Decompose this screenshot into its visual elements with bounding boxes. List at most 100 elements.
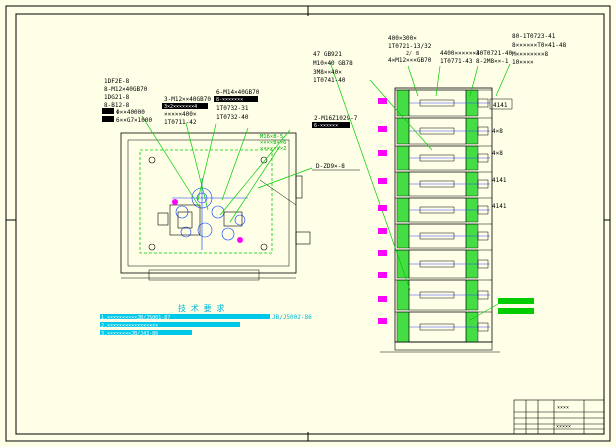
section-end [477,259,489,269]
bottom-detail [469,298,534,321]
technical-notes: 技 术 要 求 JB/J5002-86 1.××××××××××JB/J5001… [100,303,312,337]
marker-dot [172,199,178,205]
section-bolt [419,99,455,107]
bolt-hole [148,243,156,251]
marker-dot [237,237,243,243]
callout-text: 8-M12×40GB70 [104,86,148,93]
note-line-fill [100,322,240,327]
leader-line [141,115,201,209]
callout-mark: 8 [416,51,419,57]
side-block [295,231,311,245]
callout-text: 3×2×××××××4 [164,104,197,110]
callout-text: 8-××××××× [216,97,243,103]
sheet-outer-border [5,5,611,442]
callout-r3: 4400××××××4 1T0771-43 [440,50,480,65]
plate-hidden-outline [139,149,273,254]
callout-text: 1T0732-31 [216,105,249,112]
assembly-base [394,341,493,351]
section-end [477,205,489,215]
plate-view [120,132,311,281]
callout-c5: D-ZD9×-8 [312,163,360,171]
callout-text: 1DF2E-8 [104,78,130,85]
callout-text: 6-M14×40GB70 [216,89,260,96]
side-clamp [295,175,303,199]
callout-r2: 400×300× 1T0721-13/32 4×M12×××GB70 2/ 8 [388,35,432,64]
leader-line [469,303,499,321]
section-bolt [419,291,455,299]
section-hatch [396,249,410,279]
section-bolt [419,180,455,188]
leader-line [197,123,217,201]
plate-base-strip [148,269,260,281]
tag-markers [378,98,387,324]
tag-marker [378,318,387,324]
plate-inner-edge [127,139,290,267]
callout-fill [214,96,258,102]
section-labels: 4141 4×8 4×8 4141 4141 [489,98,513,210]
callout-r1: 47 GB921 M10×40 GB78 3M8××40× 1T0741-40 [313,51,353,84]
callout-text: 1DG21-8 [104,94,130,101]
callout-fill [102,116,114,122]
frame-block [177,211,193,229]
gear-circle [234,214,246,226]
section-hatch [396,311,410,343]
section-label: 4×8 [492,128,503,135]
callout-text: M××××××××8 [512,51,549,58]
detail-label-fill [498,298,534,304]
note-line: 2.××××××××××××××××× [101,323,158,329]
leader-line [329,61,411,291]
callout-mark: 2/ [406,51,412,57]
tag-marker [378,250,387,256]
callout-text: ××××8××6 [260,140,287,146]
tag-marker [378,205,387,211]
callout-text: 10×××× [512,59,534,66]
callout-text: 80-1T0723-41 [512,33,556,40]
section-bolt [419,154,455,162]
notes-title: 技 术 要 求 [178,303,224,313]
note-line: JB/J5002-86 [272,314,312,321]
gear-circle [180,226,192,238]
section-label: 4141 [492,203,507,210]
callout-text: M10×40 GB78 [313,60,353,67]
section-end [477,231,489,241]
callout-text: 2-M16Z1029-7 [314,115,358,122]
bolt-hole [260,156,268,164]
section-hatch [396,145,410,171]
tag-marker [378,126,387,132]
callout-text: 1T0771-43 [440,58,473,65]
callout-text: ×××××××2 [260,146,287,152]
leader-line [185,122,209,211]
section-hatch [396,279,410,311]
section-bolt [419,206,455,214]
callout-text: 8-2M8××-1 [476,58,509,65]
callout-text: 1T0732-40 [216,114,249,121]
section-end [477,98,489,108]
section-label: 4141 [493,102,508,109]
callout-fill [102,108,114,114]
section-end [477,126,489,136]
callout-text: 1T0721-13/32 [388,43,432,50]
tag-marker [378,228,387,234]
tag-marker [378,98,387,104]
callout-c2: 3-M12××40GB70 3×2×××××××4 ×××××400× 1T07… [162,96,211,126]
callout-text: M16×8-5 [260,134,283,140]
callout-c1: 1DF2E-8 8-M12×40GB70 1DG21-8 8-B12-8 Φ××… [102,78,153,124]
callout-text: 1T0711-42 [164,119,197,126]
leader-line [257,167,313,189]
section-end [477,179,489,189]
tag-marker [378,272,387,278]
gear-circle [221,227,235,241]
tag-marker [378,296,387,302]
callout-fill [312,122,350,128]
gear-circle [197,222,213,238]
callout-text: Φ××40000 [116,109,145,116]
bolt-hole [148,156,156,164]
callout-text: 4400××××××4 [440,50,480,57]
leader-line [435,65,441,97]
section-hatch [396,171,410,197]
section-label: 4×8 [492,150,503,157]
left-leaders [141,115,313,223]
tag-marker [378,150,387,156]
